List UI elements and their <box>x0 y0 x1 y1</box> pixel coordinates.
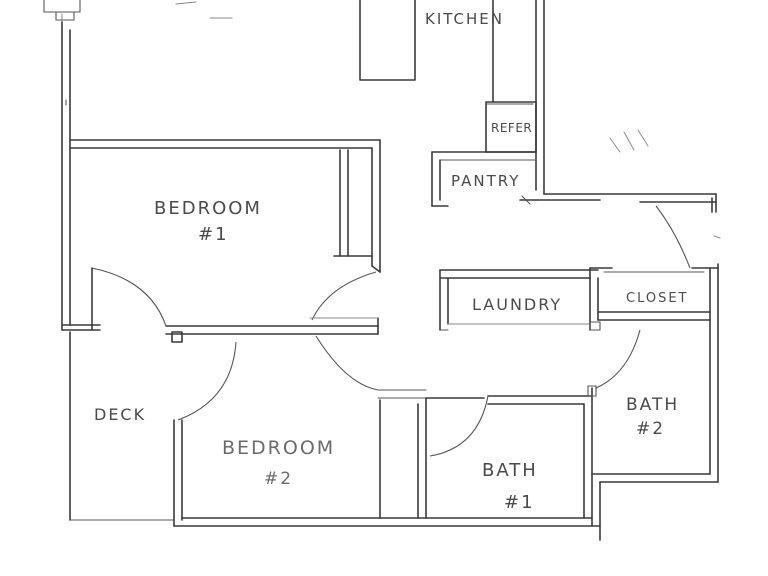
right-exterior-wall-lower <box>591 205 719 541</box>
bath-1-left-walls <box>379 397 427 519</box>
left-exterior-wall <box>61 21 101 331</box>
bath-2-label: BATH <box>626 395 679 415</box>
faint-top-marks <box>175 1 233 19</box>
closet <box>589 267 711 331</box>
refer-label: REFER <box>491 121 532 135</box>
bedroom-1-walls <box>69 139 381 273</box>
bath-2-number: #2 <box>636 419 665 439</box>
bath-1-walls <box>425 329 641 519</box>
bedroom-2-label: BEDROOM <box>222 437 335 459</box>
bath-1-number: #1 <box>504 492 535 513</box>
kitchen-island <box>359 0 416 81</box>
bedroom-2-number: #2 <box>264 469 293 489</box>
pantry <box>431 151 537 207</box>
faint-right-marks <box>609 129 721 239</box>
bedroom-1-door-left <box>91 267 167 331</box>
pantry-label: PANTRY <box>451 172 520 190</box>
bedroom-1-door-right <box>311 271 377 321</box>
bath-1-label: BATH <box>482 460 538 481</box>
right-exterior-wall-top <box>535 0 717 213</box>
hall-wall <box>165 317 379 343</box>
deck-outline <box>69 331 175 521</box>
laundry <box>439 269 599 331</box>
bedroom-2-walls <box>173 335 601 527</box>
kitchen-label: KITCHEN <box>425 10 504 28</box>
closet-label: CLOSET <box>626 291 689 306</box>
bedroom-1-number: #1 <box>198 224 229 245</box>
laundry-label: LAUNDRY <box>472 295 562 314</box>
bedroom-1-label: BEDROOM <box>154 198 262 219</box>
deck-label: DECK <box>94 405 146 424</box>
